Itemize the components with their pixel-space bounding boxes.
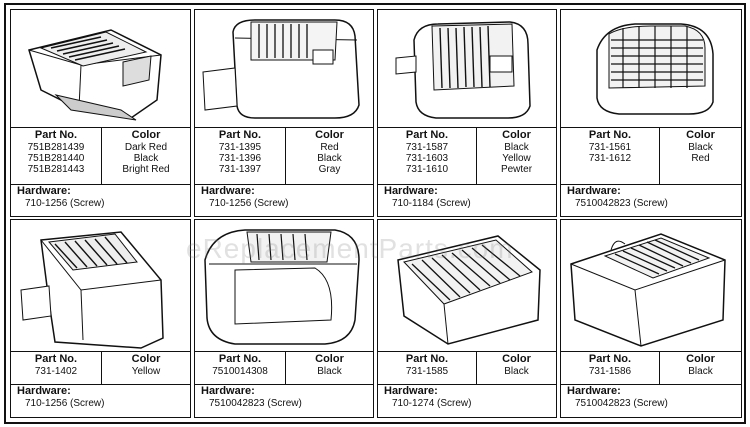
color-header: Color xyxy=(686,129,715,141)
color-header: Color xyxy=(502,353,531,365)
color-value: Yellow xyxy=(131,366,161,377)
part-number: 731-1586 xyxy=(588,366,632,377)
part-number: 731-1396 xyxy=(218,153,262,164)
hardware-header: Hardware: xyxy=(201,385,255,397)
part-number: 731-1603 xyxy=(405,153,449,164)
hardware-value: 710-1274 (Screw) xyxy=(392,398,472,409)
part-number: 731-1585 xyxy=(405,366,449,377)
hardware-value: 7510042823 (Screw) xyxy=(575,198,668,209)
part-number: 731-1397 xyxy=(218,164,262,175)
color-value: Black xyxy=(688,142,713,153)
engine-cover-illustration xyxy=(195,220,373,352)
color-value: Black xyxy=(133,153,159,164)
color-header: Color xyxy=(315,129,344,141)
hardware-value: 710-1256 (Screw) xyxy=(25,198,105,209)
part-no-header: Part No. xyxy=(405,353,449,365)
part-number: 731-1587 xyxy=(405,142,449,153)
hardware-header: Hardware: xyxy=(567,185,621,197)
color-value: Red xyxy=(320,142,339,153)
color-value: Red xyxy=(691,153,710,164)
part-cell-7: Part No. 731-1585 Color Black Hardware: … xyxy=(377,219,557,418)
hardware-header: Hardware: xyxy=(201,185,255,197)
part-number: 751B281439 xyxy=(27,142,85,153)
hardware-header: Hardware: xyxy=(384,185,438,197)
part-no-header: Part No. xyxy=(34,353,78,365)
hardware-value: 710-1184 (Screw) xyxy=(392,198,471,209)
color-value: Black xyxy=(688,366,713,377)
part-number: 731-1610 xyxy=(405,164,449,175)
part-cell-5: Part No. 731-1402 Color Yellow Hardware:… xyxy=(10,219,191,418)
part-number: 751B281440 xyxy=(27,153,85,164)
part-number: 731-1612 xyxy=(588,153,632,164)
engine-cover-illustration xyxy=(378,220,556,352)
engine-cover-illustration xyxy=(378,10,556,128)
color-header: Color xyxy=(502,129,531,141)
part-cell-8: Part No. 731-1586 Color Black Hardware: … xyxy=(560,219,742,418)
color-value: Yellow xyxy=(502,153,531,164)
part-no-header: Part No. xyxy=(218,353,262,365)
part-number: 731-1395 xyxy=(218,142,262,153)
hardware-value: 7510042823 (Screw) xyxy=(209,398,302,409)
watermark: eReplacementParts.com xyxy=(186,233,514,264)
engine-cover-illustration xyxy=(561,10,741,128)
color-value: Black xyxy=(504,366,529,377)
hardware-header: Hardware: xyxy=(17,185,71,197)
color-header: Color xyxy=(131,353,161,365)
part-cell-3: Part No. 731-1587 731-1603 731-1610 Colo… xyxy=(377,9,557,217)
engine-cover-illustration xyxy=(195,10,373,128)
color-header: Color xyxy=(686,353,715,365)
part-number: 7510014308 xyxy=(212,366,268,377)
color-value: Bright Red xyxy=(122,164,170,175)
color-header: Color xyxy=(315,353,344,365)
color-value: Gray xyxy=(318,164,341,175)
part-cell-1: Part No. 751B281439 751B281440 751B28144… xyxy=(10,9,191,217)
hardware-header: Hardware: xyxy=(384,385,438,397)
engine-cover-illustration xyxy=(561,220,741,352)
engine-cover-illustration xyxy=(11,10,190,128)
color-value: Black xyxy=(317,153,342,164)
color-header: Color xyxy=(131,129,161,141)
hardware-value: 710-1256 (Screw) xyxy=(25,398,105,409)
part-number: 731-1402 xyxy=(34,366,78,377)
hardware-value: 7510042823 (Screw) xyxy=(575,398,668,409)
color-value: Pewter xyxy=(500,164,533,175)
color-value: Black xyxy=(504,142,529,153)
part-number: 751B281443 xyxy=(27,164,85,175)
part-cell-4: Part No. 731-1561 731-1612 Color Black R… xyxy=(560,9,742,217)
hardware-header: Hardware: xyxy=(567,385,621,397)
part-cell-2: Part No. 731-1395 731-1396 731-1397 Colo… xyxy=(194,9,374,217)
parts-sheet: Part No. 751B281439 751B281440 751B28144… xyxy=(4,3,746,424)
part-no-header: Part No. xyxy=(588,353,632,365)
part-cell-6: Part No. 7510014308 Color Black Hardware… xyxy=(194,219,374,418)
part-no-header: Part No. xyxy=(588,129,632,141)
part-no-header: Part No. xyxy=(405,129,449,141)
color-value: Black xyxy=(317,366,342,377)
part-no-header: Part No. xyxy=(34,129,78,141)
hardware-header: Hardware: xyxy=(17,385,71,397)
part-number: 731-1561 xyxy=(588,142,632,153)
color-value: Dark Red xyxy=(124,142,168,153)
engine-cover-illustration xyxy=(11,220,190,352)
hardware-value: 710-1256 (Screw) xyxy=(209,198,289,209)
part-no-header: Part No. xyxy=(218,129,262,141)
